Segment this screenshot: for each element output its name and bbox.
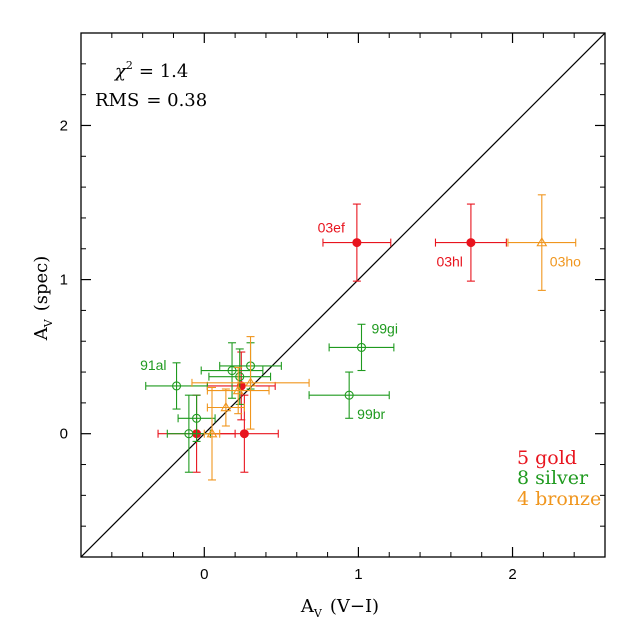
marker-filled-circle bbox=[239, 429, 249, 439]
x-axis-title-main: A bbox=[300, 596, 315, 617]
chi2-text: χ2 = 1.4 bbox=[113, 59, 188, 82]
y-tick-label: 1 bbox=[60, 272, 68, 289]
x-tick-label: 0 bbox=[200, 566, 208, 583]
marker-open-circle bbox=[192, 413, 202, 423]
marker-filled-circle bbox=[352, 238, 362, 248]
plot-area: 03ef 03hl 99gi 99br 91al 03ho bbox=[81, 33, 605, 557]
y-axis-title-suffix: (spec) bbox=[31, 256, 52, 312]
legend: 5 gold 8 silver 4 bronze bbox=[517, 447, 601, 510]
point-label-99br: 99br bbox=[357, 406, 385, 422]
point-silver-0 bbox=[328, 323, 395, 372]
chi2-symbol: χ bbox=[113, 61, 127, 82]
rms-value: = 0.38 bbox=[146, 90, 207, 111]
point-bronze-2 bbox=[203, 386, 221, 481]
point-bronze-1 bbox=[191, 336, 310, 430]
point-silver-5 bbox=[208, 348, 272, 405]
series-bronze bbox=[191, 194, 577, 481]
x-tick-label: 2 bbox=[508, 566, 516, 583]
point-label-03ho: 03ho bbox=[550, 254, 581, 270]
chi2-value: = 1.4 bbox=[139, 61, 188, 82]
legend-bronze: 4 bronze bbox=[517, 488, 601, 510]
y-axis-title-main: A bbox=[31, 326, 52, 341]
point-label-03ef: 03ef bbox=[318, 220, 345, 236]
axes: 0 1 2 0 1 2 bbox=[60, 32, 606, 583]
marker-open-triangle bbox=[206, 428, 218, 438]
point-bronze-4 bbox=[206, 366, 270, 415]
y-tick-label: 2 bbox=[60, 117, 68, 134]
marker-open-circle bbox=[356, 342, 367, 352]
rms-label: RMS bbox=[95, 90, 139, 111]
point-silver-1 bbox=[308, 371, 390, 419]
point-label-03hl: 03hl bbox=[436, 254, 462, 270]
point-label-91al: 91al bbox=[140, 357, 166, 373]
marker-open-triangle bbox=[232, 384, 244, 395]
point-gold-1 bbox=[434, 203, 507, 282]
one-to-one-line bbox=[81, 33, 605, 557]
point-gold-0 bbox=[322, 203, 392, 282]
rms-text: RMS = 0.38 bbox=[95, 90, 207, 111]
plot-inner bbox=[81, 33, 605, 557]
point-gold-2 bbox=[206, 351, 276, 421]
legend-silver: 8 silver bbox=[517, 467, 589, 489]
marker-open-circle bbox=[235, 372, 245, 382]
y-axis-title: AV (spec) bbox=[31, 256, 55, 342]
chi2-power: 2 bbox=[126, 59, 133, 72]
marker-open-triangle bbox=[220, 401, 232, 412]
axes-frame bbox=[80, 32, 606, 558]
legend-gold: 5 gold bbox=[517, 447, 577, 469]
stats-block: χ2 = 1.4 RMS = 0.38 bbox=[95, 59, 207, 111]
x-axis-title-suffix: (V−I) bbox=[330, 596, 379, 617]
marker-open-circle bbox=[227, 365, 237, 376]
point-bronze-3 bbox=[206, 388, 245, 427]
marker-open-circle bbox=[184, 429, 194, 439]
point-label-99gi: 99gi bbox=[371, 320, 397, 336]
point-bronze-0 bbox=[507, 194, 577, 291]
marker-open-circle bbox=[172, 381, 182, 391]
y-axis-title-sub: V bbox=[42, 318, 55, 328]
x-axis-title: AV (V−I) bbox=[300, 596, 379, 620]
marker-open-triangle bbox=[536, 237, 548, 247]
y-tick-label: 0 bbox=[60, 426, 68, 443]
point-silver-2 bbox=[145, 362, 208, 410]
marker-open-circle bbox=[344, 390, 354, 400]
x-axis-title-sub: V bbox=[313, 607, 323, 620]
series-silver bbox=[145, 323, 395, 473]
marker-open-triangle bbox=[245, 377, 256, 387]
x-tick-label: 1 bbox=[354, 566, 362, 583]
point-silver-3 bbox=[200, 342, 264, 399]
marker-filled-circle bbox=[466, 238, 476, 248]
point-silver-7 bbox=[166, 394, 212, 473]
